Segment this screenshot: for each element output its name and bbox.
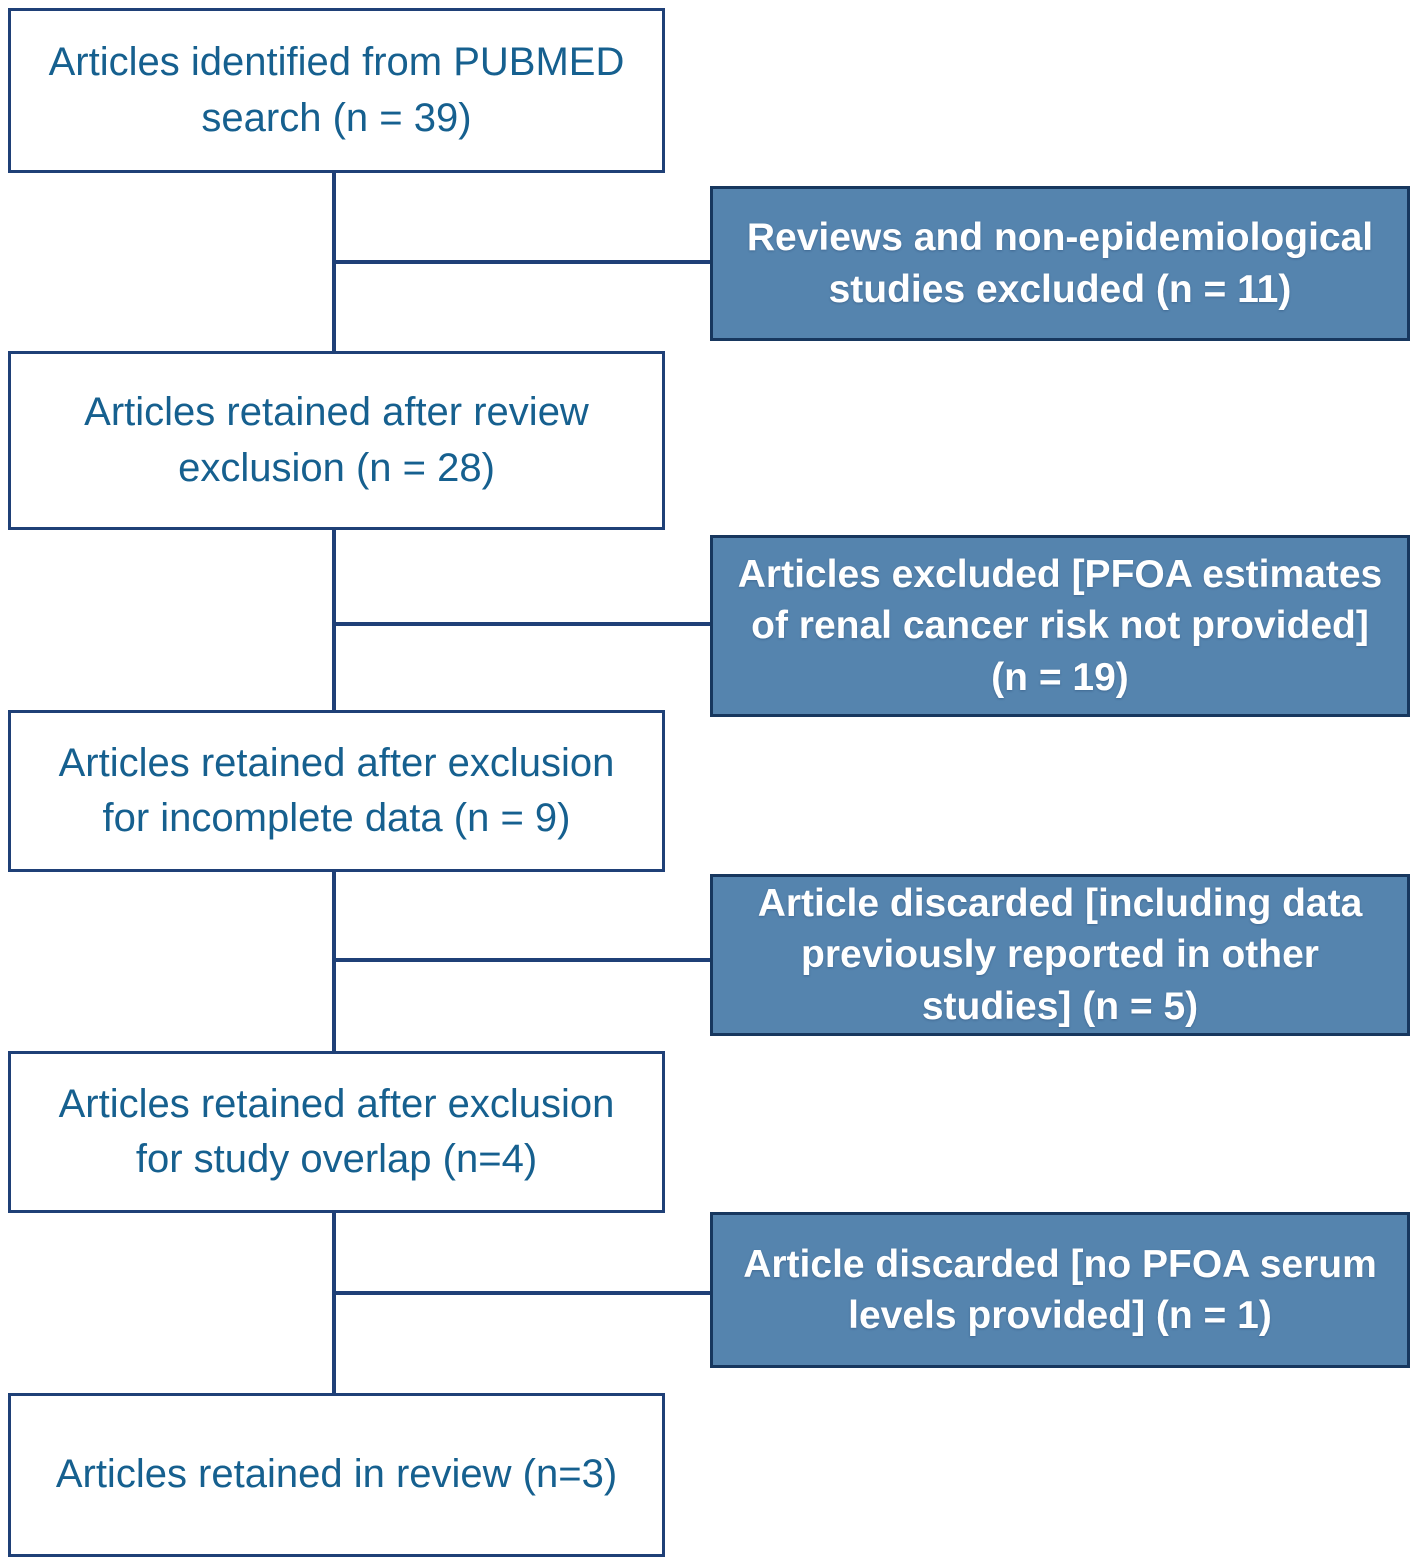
connector-vertical-4	[332, 1211, 336, 1395]
flow-box-articles-identified: Articles identified from PUBMED search (…	[8, 8, 665, 173]
exclusion-box-no-pfoa-serum-levels: Article discarded [no PFOA serum levels …	[710, 1212, 1410, 1368]
flow-box-retained-after-incomplete-data-exclusion: Articles retained after exclusion for in…	[8, 710, 665, 872]
exclusion-box-data-previously-reported: Article discarded [including data previo…	[710, 874, 1410, 1036]
exclusion-box-pfoa-estimates-not-provided: Articles excluded [PFOA estimates of ren…	[710, 535, 1410, 717]
connector-branch-4	[332, 1291, 712, 1295]
connector-vertical-2	[332, 528, 336, 712]
connector-branch-2	[332, 622, 712, 626]
flow-box-retained-after-study-overlap-exclusion: Articles retained after exclusion for st…	[8, 1051, 665, 1213]
flow-box-retained-in-review: Articles retained in review (n=3)	[8, 1393, 665, 1557]
connector-branch-3	[332, 958, 712, 962]
connector-branch-1	[332, 260, 712, 264]
exclusion-box-reviews-non-epidemiological: Reviews and non-epidemiological studies …	[710, 186, 1410, 341]
flow-box-retained-after-review-exclusion: Articles retained after review exclusion…	[8, 351, 665, 530]
